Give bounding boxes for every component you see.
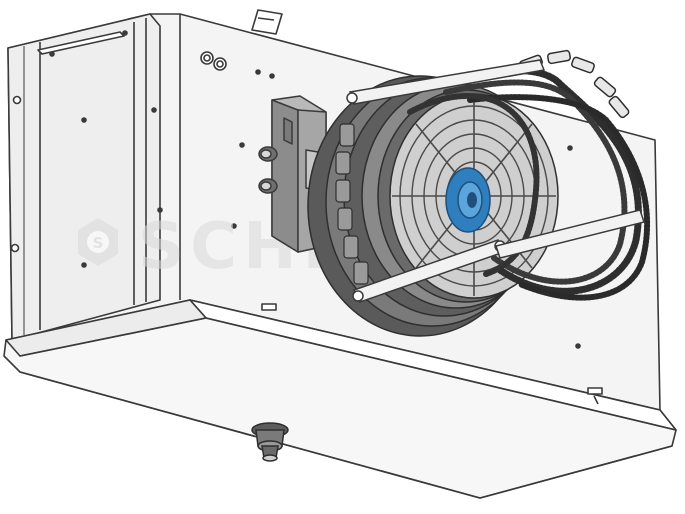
watermark-logo-icon: S bbox=[78, 218, 118, 266]
fan-mounting-straps bbox=[346, 59, 645, 303]
drip-tray bbox=[3, 299, 677, 499]
watermark-logo-letter: S bbox=[93, 234, 104, 252]
housing-left-panel bbox=[7, 13, 161, 341]
cable-gland-lower bbox=[258, 178, 278, 194]
cable-gland-upper bbox=[258, 146, 278, 162]
top-edge-bracket bbox=[37, 31, 125, 55]
hanging-bracket bbox=[251, 9, 283, 35]
drain-fitting bbox=[251, 422, 289, 462]
